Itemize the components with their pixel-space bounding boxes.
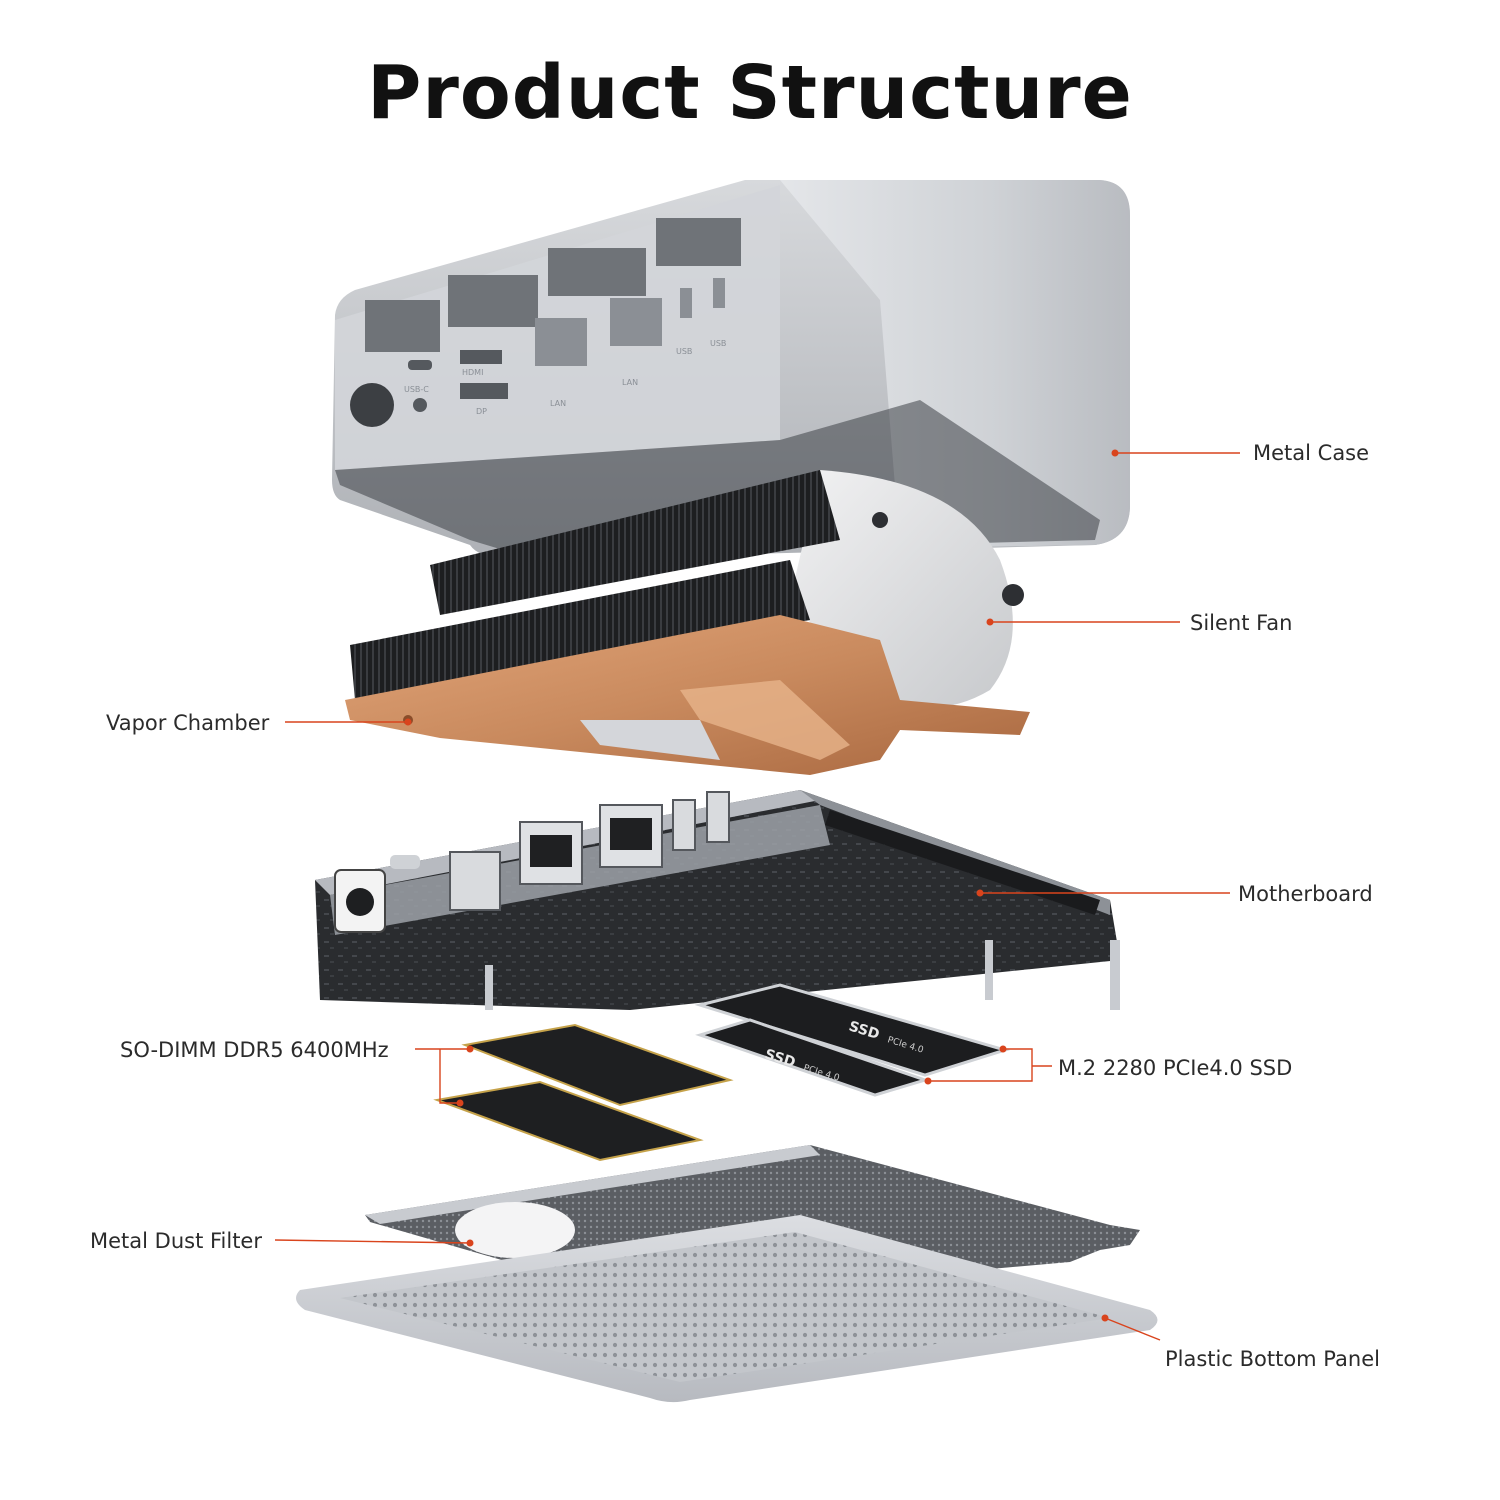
dp-port: [460, 383, 508, 399]
fan-screw: [872, 512, 888, 528]
page-title: Product Structure: [367, 50, 1133, 136]
usb-port: [713, 278, 725, 308]
vapor-chamber: [345, 470, 1030, 775]
label-vapor-chamber: Vapor Chamber: [106, 711, 270, 735]
port-label-hdmi: HDMI: [462, 368, 483, 377]
usb-c-port: [408, 360, 432, 370]
port-label-usb: USB: [710, 339, 726, 348]
fan-intake-hole: [455, 1202, 575, 1258]
label-ssd: M.2 2280 PCIe4.0 SSD: [1058, 1056, 1292, 1080]
heatsink-fins: [350, 560, 810, 700]
label-silent-fan: Silent Fan: [1190, 611, 1292, 635]
lan-port: [535, 318, 587, 366]
case-vent: [448, 275, 538, 327]
usb-port: [680, 288, 692, 318]
label-motherboard: Motherboard: [1238, 882, 1373, 906]
hdmi-port: [460, 350, 502, 364]
fan-screw: [1002, 584, 1024, 606]
heat-pipe-bracket: [580, 720, 720, 760]
power-port: [350, 383, 394, 427]
lan-port: [610, 298, 662, 346]
port-label-lan: LAN: [622, 378, 638, 387]
mb-hdmi-dp: [449, 851, 501, 911]
audio-jack: [413, 398, 427, 412]
port-label-lan: LAN: [550, 399, 566, 408]
case-vent: [365, 300, 440, 352]
heatsink-fins-top: [430, 470, 840, 615]
port-label-usb: USB: [676, 347, 692, 356]
motherboard: [315, 790, 1120, 1010]
label-metal-case: Metal Case: [1253, 441, 1369, 465]
mb-usb-c: [390, 855, 420, 869]
metal-case: USB-C HDMI DP LAN LAN USB USB: [332, 180, 1130, 560]
plastic-bottom-panel: [296, 1215, 1158, 1403]
label-dust-filter: Metal Dust Filter: [90, 1229, 262, 1253]
dimm-slot: [825, 810, 1100, 915]
so-dimm-stick: [461, 1023, 734, 1107]
port-label-dp: DP: [476, 407, 487, 416]
label-bottom-panel: Plastic Bottom Panel: [1165, 1347, 1380, 1371]
so-dimm-stick: [433, 1080, 704, 1162]
ssd-modules: SSD PCIe 4.0 SSD PCIe 4.0: [694, 983, 1011, 1097]
port-label-usbc: USB-C: [404, 385, 429, 394]
mb-usb: [706, 791, 730, 843]
ram-modules: [433, 1023, 734, 1162]
mb-usb: [672, 799, 696, 851]
leader-lines: [274, 449, 1240, 1341]
case-vent: [548, 248, 646, 296]
label-so-dimm: SO-DIMM DDR5 6400MHz: [120, 1038, 389, 1062]
case-vent: [656, 218, 741, 266]
